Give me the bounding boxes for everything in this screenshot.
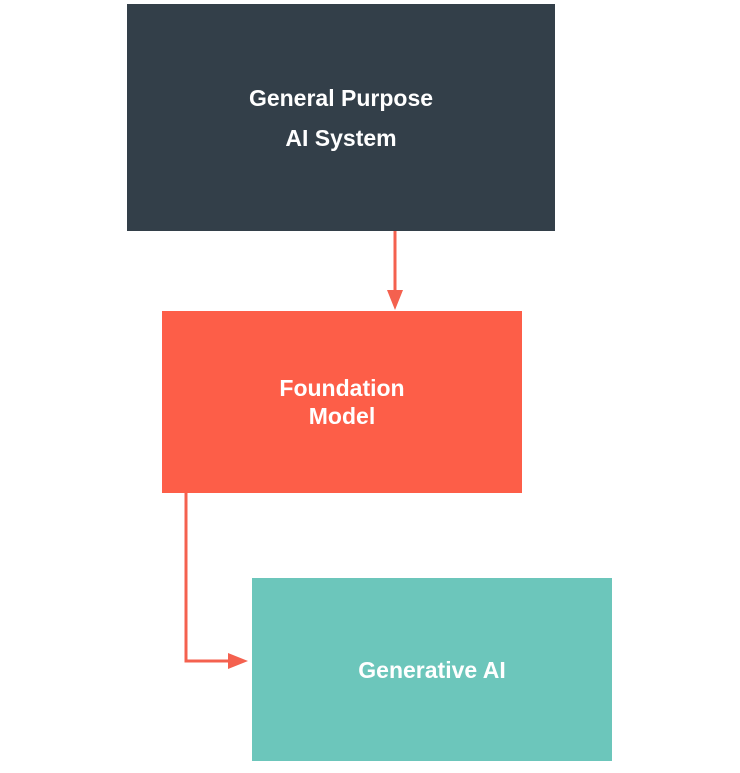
node-label: Generative AI (358, 656, 506, 683)
node-general-purpose-ai-system: General Purpose AI System (127, 4, 555, 231)
node-label-line-1: Foundation (279, 375, 405, 401)
node-label-line-2: AI System (285, 124, 397, 151)
node-label-line-2: Model (308, 403, 376, 429)
node-generative-ai: Generative AI (252, 578, 612, 761)
node-foundation-model: Foundation Model (162, 311, 522, 493)
arrowhead-gpai-to-foundation-model (387, 290, 403, 310)
arrow-foundation-model-to-generative-ai (184, 493, 230, 663)
arrowhead-foundation-model-to-generative-ai (228, 653, 248, 669)
node-label-line-1: General Purpose (248, 84, 434, 111)
